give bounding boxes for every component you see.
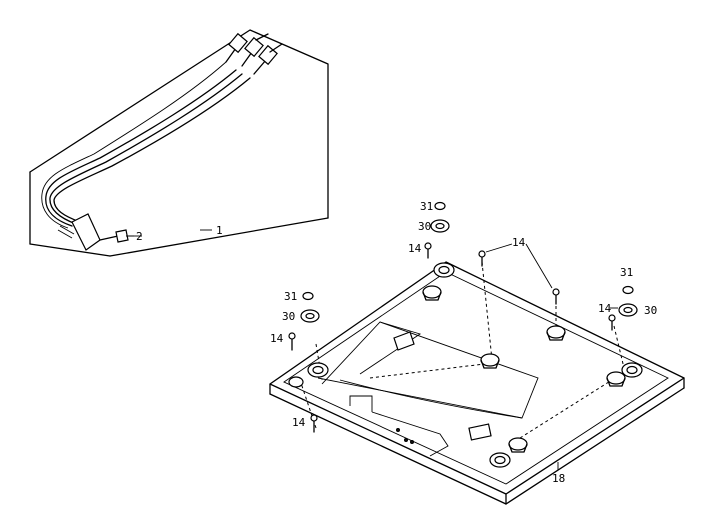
callout-30-right: 30 [644,304,657,317]
callout-31-right: 31 [620,266,633,279]
foot-right-front [606,371,626,387]
base-plate [269,261,685,505]
wiring-channel [317,321,539,419]
foot-center [480,353,500,369]
foot-right-mid [546,325,566,341]
callout-1: 1 [216,224,223,237]
callout-30-top: 30 [418,220,431,233]
av-cable [41,32,283,251]
cable-assembly-box [29,29,329,257]
callout-14-right: 14 [598,302,612,315]
callout-14-left: 14 [270,332,284,345]
callout-31-top: 31 [420,200,433,213]
rca-plugs [225,32,283,75]
cable-bracket [57,213,134,251]
callout-14-bottom: 14 [292,416,306,429]
label-plate [468,423,492,441]
hardware-right [608,285,638,331]
callout-2: 2 [136,230,143,243]
callout-18: 18 [552,472,565,485]
callout-31-left: 31 [284,290,297,303]
foot-front [508,437,528,453]
rubber-feet [288,262,643,468]
callout-14-top: 14 [512,236,526,249]
callout-14-top-left: 14 [408,242,422,255]
hardware-top [424,201,560,305]
callout-30-left: 30 [282,310,295,323]
hardware-left [288,291,320,433]
foot-back-left [422,285,442,301]
